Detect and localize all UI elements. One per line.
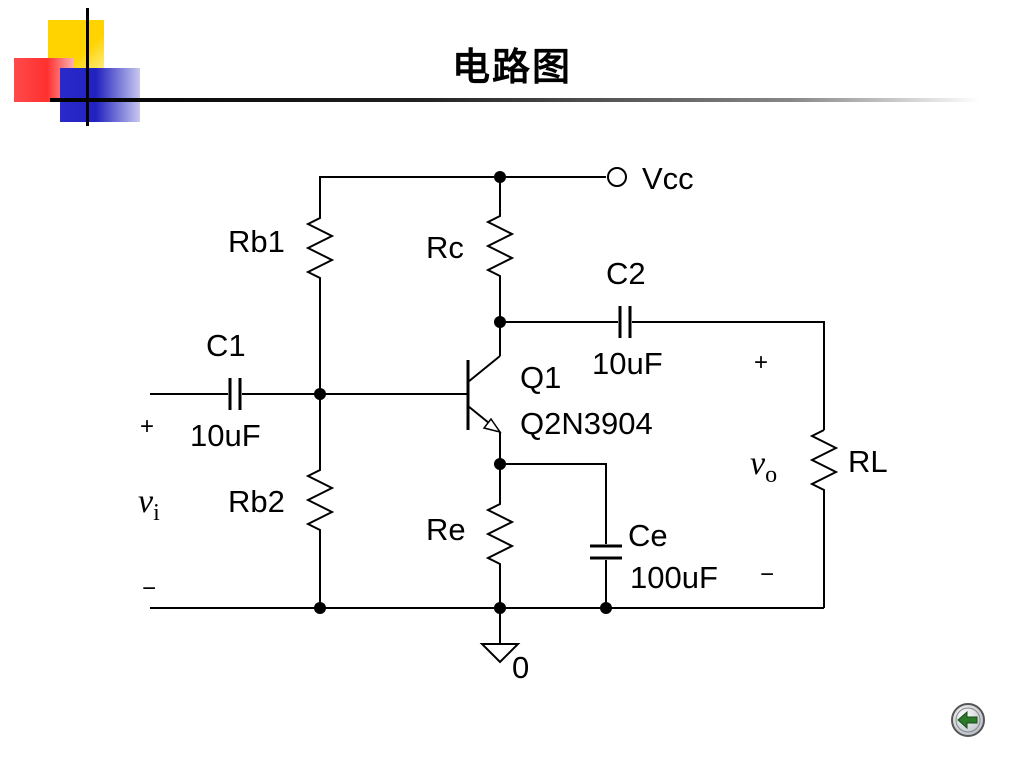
rl-resistor bbox=[809, 429, 839, 608]
vi-minus-sign: − bbox=[142, 575, 156, 602]
ce-value-label: 100uF bbox=[630, 560, 718, 595]
re-label: Re bbox=[426, 512, 466, 547]
c1-value-label: 10uF bbox=[190, 418, 261, 453]
c1-name-label: C1 bbox=[206, 328, 246, 363]
junction-dots bbox=[314, 171, 612, 614]
back-button[interactable] bbox=[950, 702, 986, 738]
junction-dot bbox=[494, 171, 506, 183]
ce-capacitor bbox=[590, 544, 622, 560]
c2-value-label: 10uF bbox=[592, 346, 663, 381]
rb2-label: Rb2 bbox=[228, 484, 285, 519]
rb1-label: Rb1 bbox=[228, 224, 285, 259]
wire-emitter-ce bbox=[500, 463, 607, 608]
vcc-label: Vcc bbox=[642, 161, 694, 196]
title-underline bbox=[50, 98, 980, 102]
junction-dot bbox=[494, 602, 506, 614]
re-resistor bbox=[485, 464, 515, 608]
c2-name-label: C2 bbox=[606, 256, 646, 291]
junction-dot bbox=[494, 458, 506, 470]
vcc-terminal bbox=[607, 167, 627, 187]
vo-plus-sign: + bbox=[754, 349, 768, 376]
decor-vertical-line bbox=[86, 8, 89, 126]
c1-capacitor bbox=[228, 378, 242, 410]
decor-blue-square bbox=[60, 68, 140, 122]
rl-label: RL bbox=[848, 444, 888, 479]
vo-minus-sign: − bbox=[760, 561, 774, 588]
q1-transistor bbox=[466, 322, 502, 464]
ground-label: 0 bbox=[512, 650, 529, 685]
q1-name-label: Q1 bbox=[520, 360, 561, 395]
c2-capacitor bbox=[618, 306, 632, 338]
rb1-resistor bbox=[305, 212, 335, 394]
ce-name-label: Ce bbox=[628, 518, 668, 553]
junction-dot bbox=[494, 316, 506, 328]
wire-collector-output bbox=[500, 321, 825, 430]
back-arrow-icon bbox=[951, 703, 985, 737]
q1-model-label: Q2N3904 bbox=[520, 406, 653, 441]
emitter-arrow bbox=[482, 417, 502, 434]
junction-dot bbox=[314, 388, 326, 400]
rc-label: Rc bbox=[426, 230, 464, 265]
junction-dot bbox=[600, 602, 612, 614]
rb2-resistor bbox=[305, 394, 335, 608]
wire-top-rail bbox=[319, 176, 606, 212]
page-title: 电路图 bbox=[451, 44, 572, 89]
vo-label: vo bbox=[750, 445, 777, 488]
rc-resistor bbox=[485, 177, 515, 322]
junction-dot bbox=[314, 602, 326, 614]
vi-plus-sign: + bbox=[140, 413, 154, 440]
vi-label: vi bbox=[138, 483, 160, 526]
